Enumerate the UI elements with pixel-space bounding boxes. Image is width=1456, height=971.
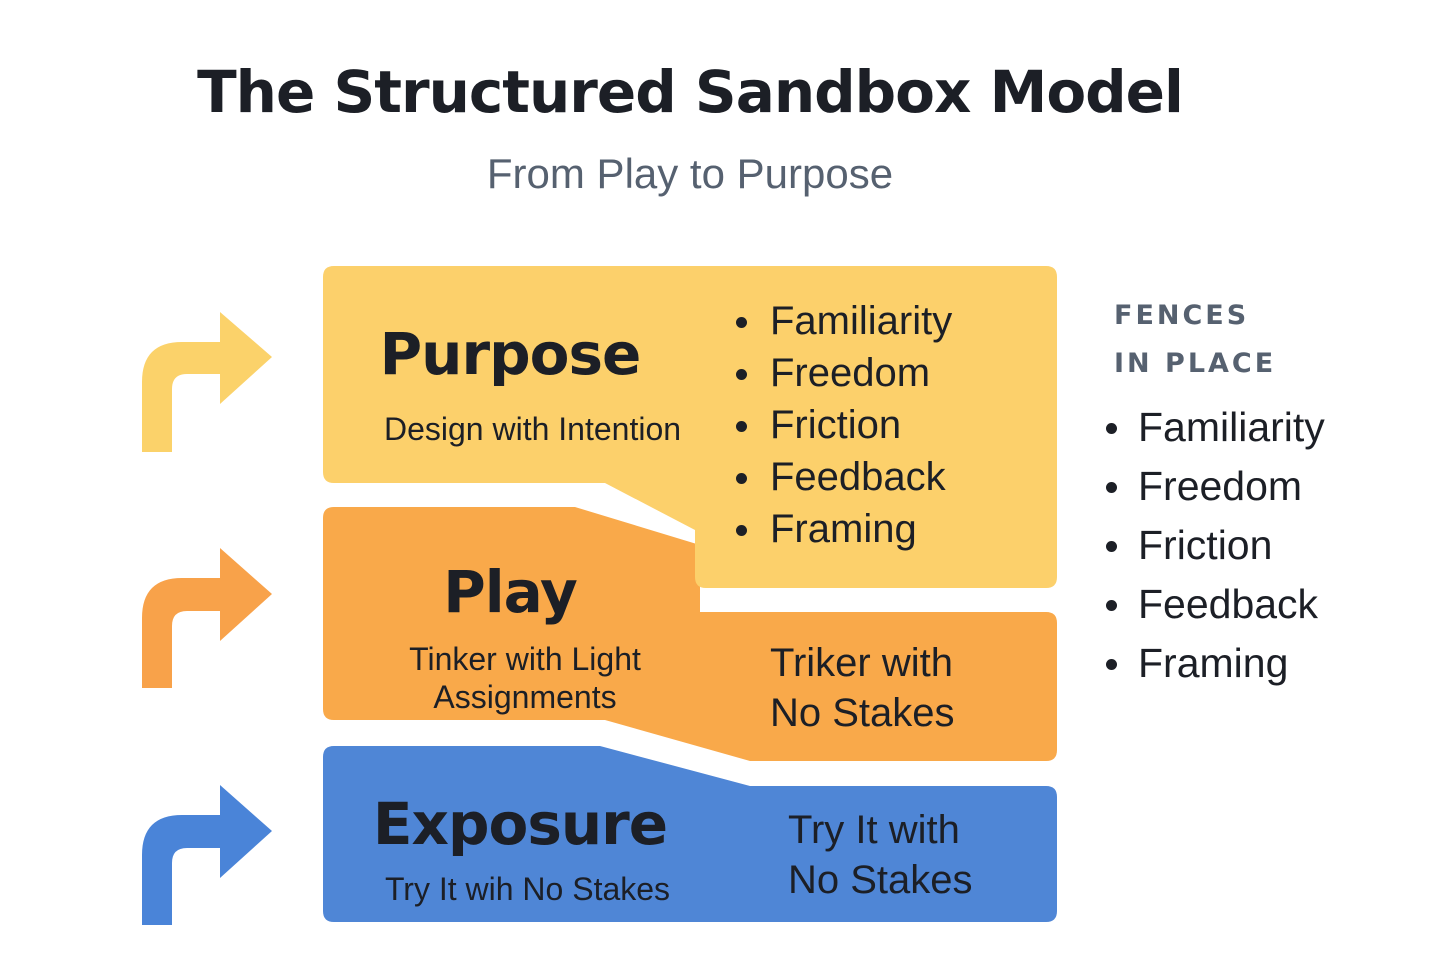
purpose-subtitle: Design with Intention — [383, 411, 682, 447]
list-item: Framing — [1106, 634, 1325, 693]
play-note: Triker with No Stakes — [770, 641, 955, 735]
diagram-title: The Structured Sandbox Model — [197, 58, 1184, 126]
play-title: Play — [443, 558, 578, 626]
play-block — [323, 507, 1057, 761]
exposure-subtitle: Try It wih No Stakes — [384, 871, 671, 907]
exposure-arrow-icon — [142, 785, 272, 925]
list-item: Friction — [736, 399, 952, 451]
fences-list: Familiarity Freedom Friction Feedback Fr… — [1106, 398, 1325, 693]
purpose-block — [323, 266, 1057, 588]
list-item: Freedom — [1106, 457, 1325, 516]
play-arrow-icon — [142, 548, 272, 688]
play-subtitle: Tinker with Light Assignments — [409, 641, 641, 715]
list-item: Freedom — [736, 347, 952, 399]
purpose-principles-list: Familiarity Freedom Friction Feedback Fr… — [736, 295, 952, 555]
diagram-subtitle: From Play to Purpose — [486, 150, 894, 197]
fences-heading: FENCES IN PLACE — [1114, 300, 1277, 379]
purpose-title: Purpose — [379, 320, 642, 388]
list-item: Framing — [736, 503, 952, 555]
list-item: Familiarity — [1106, 398, 1325, 457]
list-item: Familiarity — [736, 295, 952, 347]
exposure-title: Exposure — [372, 790, 668, 858]
exposure-note: Try It with No Stakes — [788, 808, 973, 902]
purpose-arrow-icon — [142, 312, 272, 452]
list-item: Friction — [1106, 516, 1325, 575]
list-item: Feedback — [1106, 575, 1325, 634]
list-item: Feedback — [736, 451, 952, 503]
exposure-block — [323, 746, 1057, 922]
